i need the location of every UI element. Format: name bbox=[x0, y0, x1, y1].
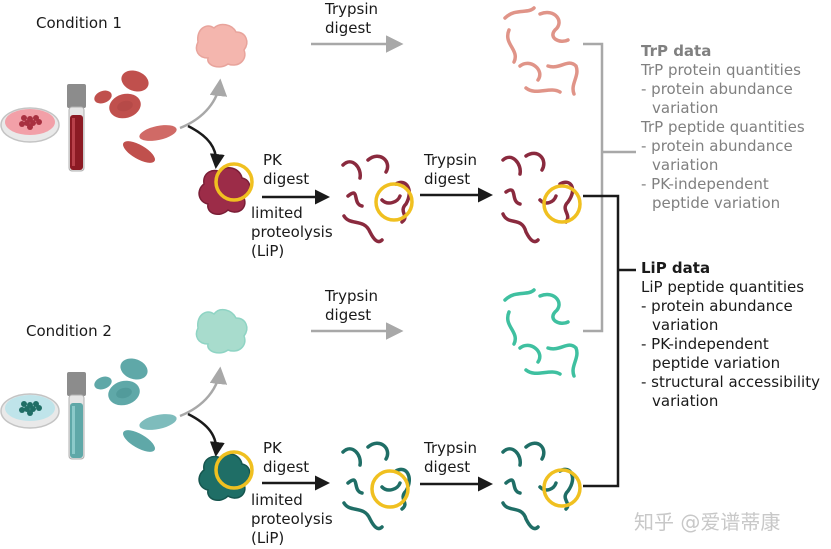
native-protein-condition-2 bbox=[195, 308, 248, 354]
highlight-circle-1c bbox=[542, 184, 582, 224]
highlight-circle-2b bbox=[370, 469, 410, 509]
trp-line: TrP peptide quantities bbox=[641, 118, 805, 136]
condition-1-label: Condition 1 bbox=[36, 14, 122, 32]
trp-line: variation bbox=[652, 156, 719, 174]
trp-peptides-condition-2 bbox=[503, 288, 579, 378]
lip-line: - structural accessibility bbox=[641, 373, 820, 391]
trp-data-block: TrP data TrP protein quantities - protei… bbox=[641, 42, 805, 213]
digest-word: digest bbox=[263, 170, 310, 188]
lip-peptides-after-pk-2 bbox=[341, 441, 411, 531]
digest-word: digest bbox=[325, 306, 372, 324]
limited-word: limited bbox=[251, 204, 303, 222]
native-protein-condition-1 bbox=[195, 23, 248, 68]
pk-word: PK bbox=[263, 439, 282, 457]
condition-2-label: Condition 2 bbox=[26, 322, 112, 340]
pk-highlight-circle-2 bbox=[214, 450, 254, 490]
lip-line: peptide variation bbox=[652, 354, 781, 372]
black-curved-arrow-2 bbox=[187, 412, 225, 457]
blood-tube-condition-2 bbox=[67, 372, 86, 460]
digest-word: digest bbox=[325, 19, 372, 37]
trp-line: peptide variation bbox=[652, 194, 781, 212]
digest-word: digest bbox=[424, 458, 471, 476]
trp-line: - protein abundance bbox=[641, 80, 793, 98]
lip-line: variation bbox=[652, 392, 719, 410]
limited-word: limited bbox=[251, 491, 303, 509]
trp-line: TrP protein quantities bbox=[641, 61, 801, 79]
lip-step-label-2: limited proteolysis (LiP) bbox=[251, 491, 333, 548]
trp-peptides-condition-1 bbox=[503, 6, 579, 96]
gray-curved-arrow-2 bbox=[179, 366, 228, 418]
trp-line: - protein abundance bbox=[641, 137, 793, 155]
trypsin-digest-label-1: Trypsin digest bbox=[325, 0, 378, 38]
lip-peptides-final-1 bbox=[501, 151, 575, 244]
lip-bracket bbox=[583, 194, 636, 488]
digest-word: digest bbox=[263, 458, 310, 476]
trypsin-word: Trypsin bbox=[325, 0, 379, 18]
lip-data-block: LiP data LiP peptide quantities - protei… bbox=[641, 259, 820, 411]
pk-treated-protein-condition-2 bbox=[198, 453, 251, 501]
trp-data-title: TrP data bbox=[641, 42, 712, 60]
teal-cells bbox=[94, 358, 177, 452]
lip-peptides-after-pk-1 bbox=[341, 154, 411, 244]
trypsin-digest-label-1b: Trypsin digest bbox=[424, 151, 477, 189]
trp-bracket bbox=[583, 42, 636, 333]
lip-peptides-final-2 bbox=[501, 441, 575, 531]
highlight-circle-2c bbox=[542, 468, 582, 508]
lip-line: LiP peptide quantities bbox=[641, 278, 805, 296]
black-curved-arrow-1 bbox=[187, 124, 225, 169]
lip-data-title: LiP data bbox=[641, 259, 711, 277]
trypsin-word: Trypsin bbox=[424, 439, 478, 457]
blood-tube-condition-1 bbox=[67, 84, 86, 172]
lip-abbrev: (LiP) bbox=[251, 242, 285, 260]
lip-line: variation bbox=[652, 316, 719, 334]
watermark: 知乎 @爱谱蒂康 bbox=[634, 510, 781, 534]
petri-dish-condition-2 bbox=[0, 393, 60, 429]
trypsin-digest-label-2: Trypsin digest bbox=[325, 287, 378, 325]
pk-word: PK bbox=[263, 151, 282, 169]
highlight-circle-1b bbox=[374, 182, 414, 222]
pk-highlight-circle-1 bbox=[214, 162, 254, 202]
lip-step-label-1: limited proteolysis (LiP) bbox=[251, 204, 333, 261]
digest-word: digest bbox=[424, 170, 471, 188]
gray-curved-arrow-1 bbox=[179, 78, 228, 130]
red-blood-cells bbox=[94, 70, 177, 163]
trp-line: - PK-independent bbox=[641, 175, 769, 193]
proteolysis-word: proteolysis bbox=[251, 223, 333, 241]
lip-abbrev: (LiP) bbox=[251, 529, 285, 547]
trypsin-word: Trypsin bbox=[424, 151, 478, 169]
petri-dish-condition-1 bbox=[0, 107, 60, 143]
lip-line: - PK-independent bbox=[641, 335, 769, 353]
pk-digest-label-1: PK digest bbox=[263, 151, 309, 189]
trp-line: variation bbox=[652, 99, 719, 117]
pk-treated-protein-condition-1 bbox=[198, 167, 251, 215]
pk-digest-label-2: PK digest bbox=[263, 439, 309, 477]
trypsin-word: Trypsin bbox=[325, 287, 379, 305]
proteolysis-word: proteolysis bbox=[251, 510, 333, 528]
lip-line: - protein abundance bbox=[641, 297, 793, 315]
trypsin-digest-label-2b: Trypsin digest bbox=[424, 439, 477, 477]
